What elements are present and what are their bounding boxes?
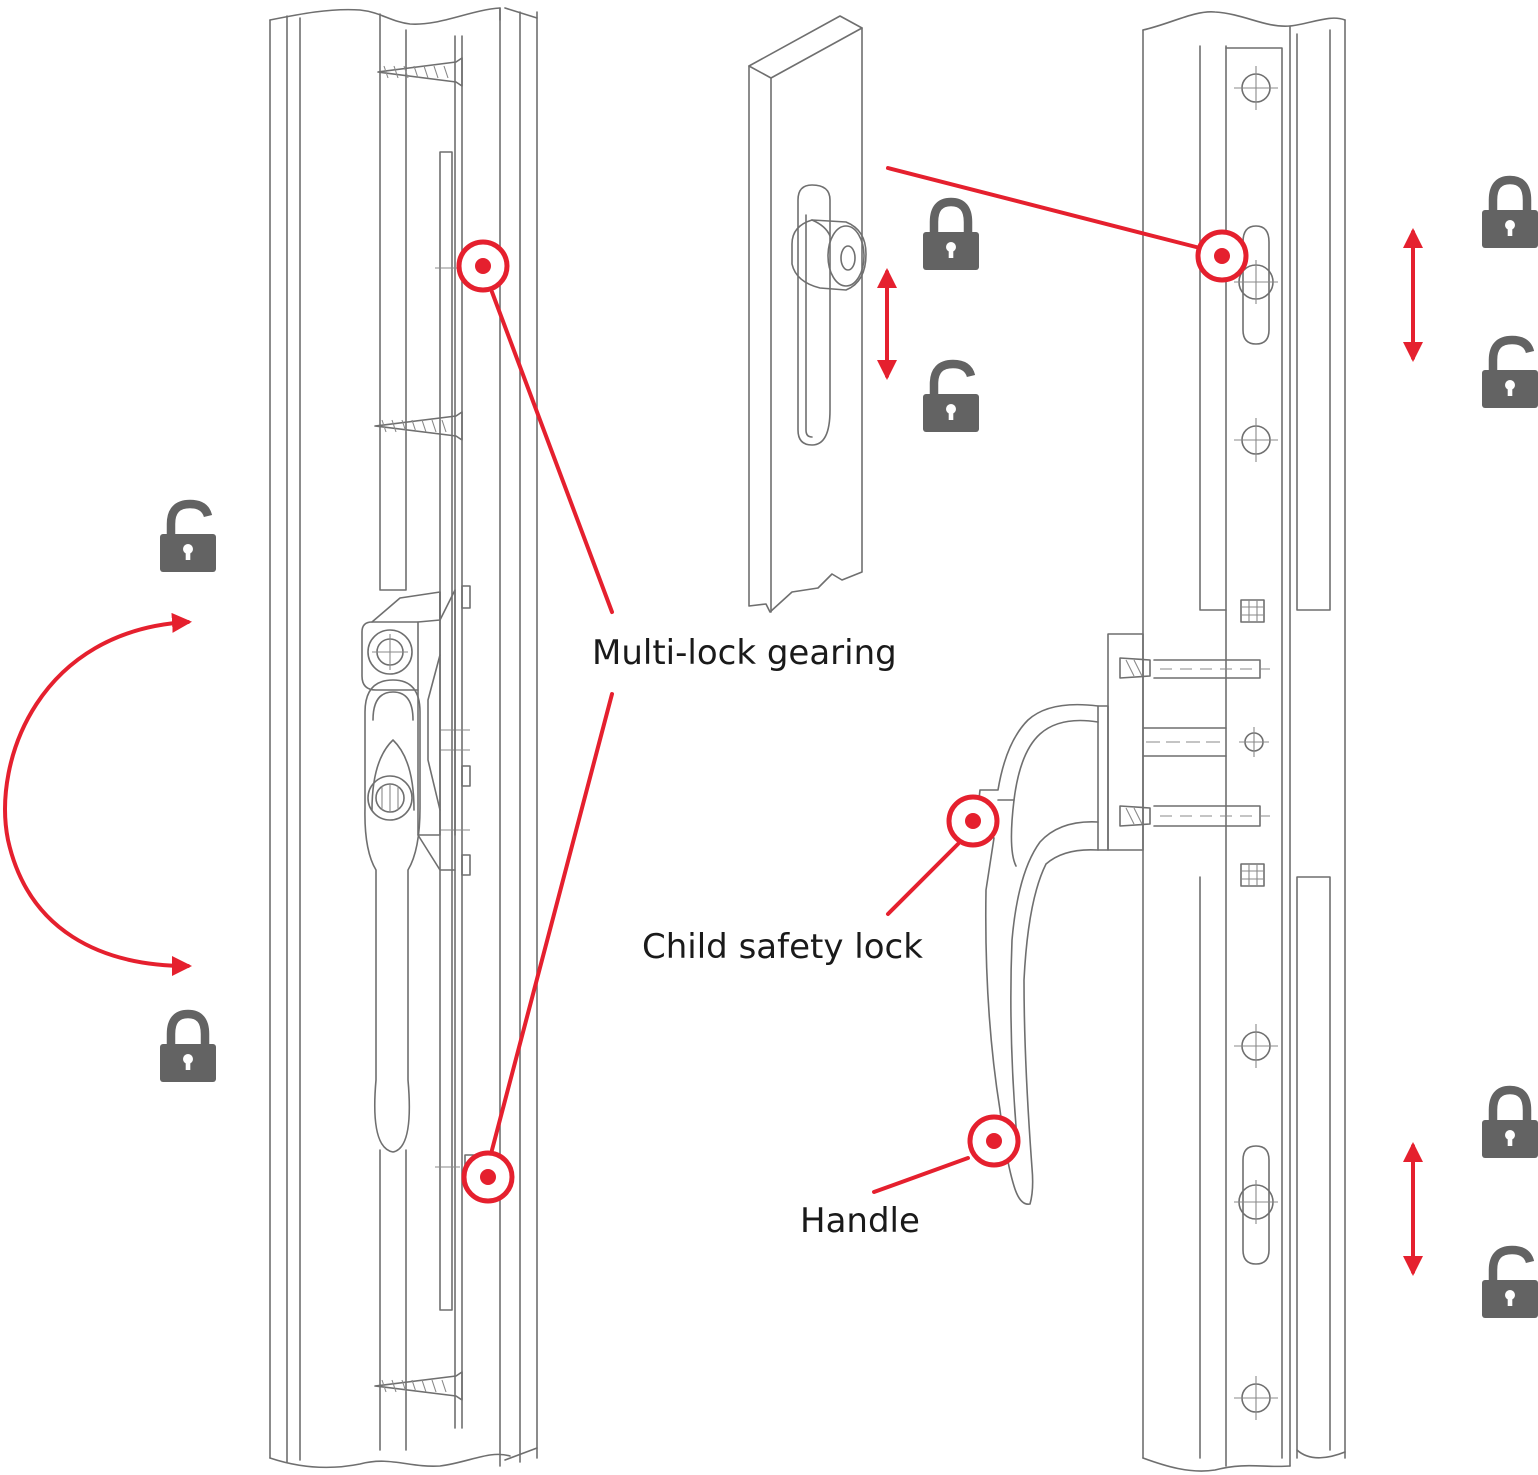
upper-cam-slot bbox=[1234, 225, 1278, 345]
padlock-open-icon bbox=[1482, 340, 1538, 408]
marker-left-upper-icon bbox=[456, 239, 510, 293]
gearbox-grid-icons bbox=[1240, 599, 1265, 887]
fixing-hole-icons bbox=[1234, 66, 1278, 1420]
marker-left-lower-icon bbox=[461, 1150, 515, 1204]
padlock-open-icon bbox=[923, 364, 979, 432]
right-handle-backplate bbox=[1097, 633, 1270, 851]
handle-label: Handle bbox=[800, 1201, 920, 1241]
screw-top-icon bbox=[377, 57, 463, 87]
right-handle-lever bbox=[977, 703, 1099, 1205]
left-handle-gearbox bbox=[361, 589, 456, 871]
screw-bottom-icon bbox=[374, 1371, 463, 1401]
keep-plate-drawing bbox=[748, 15, 867, 613]
callout-marker-icons bbox=[456, 229, 1249, 1204]
callout-leader-lines bbox=[490, 166, 1202, 1194]
padlock-closed-icon bbox=[1482, 1090, 1538, 1158]
left-window-profile bbox=[269, 7, 538, 1469]
marker-right-upper-icon bbox=[1195, 229, 1249, 283]
roller-cam bbox=[791, 219, 867, 291]
padlock-closed-icon bbox=[1482, 180, 1538, 248]
rotate-arrow-icon bbox=[3, 612, 192, 976]
padlock-open-icon bbox=[160, 504, 216, 572]
marker-handle-icon bbox=[967, 1114, 1021, 1168]
left-handle-lever bbox=[364, 679, 421, 1153]
lower-cam-slot bbox=[1234, 1145, 1278, 1265]
motion-arrows bbox=[3, 228, 1423, 1276]
screw-middle-icon bbox=[374, 411, 463, 441]
padlock-closed-icon bbox=[923, 202, 979, 270]
padlock-open-icon bbox=[1482, 1250, 1538, 1318]
marker-child-lock-icon bbox=[946, 794, 1000, 848]
right-door-profile bbox=[977, 11, 1346, 1472]
child-safety-lock-label: Child safety lock bbox=[642, 927, 923, 967]
padlock-closed-icon bbox=[160, 1014, 216, 1082]
multi-lock-gearing-label: Multi-lock gearing bbox=[592, 633, 897, 673]
